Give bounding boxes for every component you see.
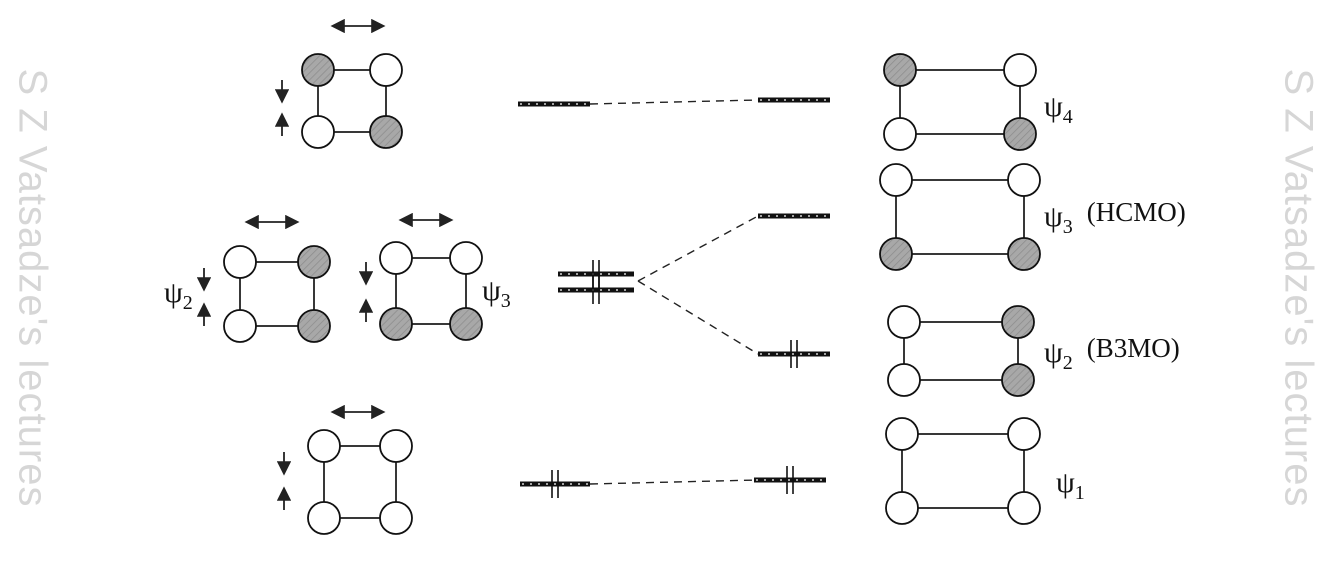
- label-left-psi2: ψ2: [164, 276, 193, 314]
- p-orbital-shaded: [1001, 305, 1035, 339]
- p-orbital-open: [449, 241, 483, 275]
- p-orbital-shaded: [297, 309, 331, 343]
- p-orbital-open: [1007, 491, 1041, 525]
- square-bottom-ring: [307, 429, 413, 535]
- p-orbital-shaded: [1003, 117, 1037, 151]
- p-orbital-shaded: [883, 53, 917, 87]
- rect-psi1-ring: [885, 417, 1041, 525]
- p-orbital-open: [1007, 163, 1041, 197]
- p-orbital-open: [369, 53, 403, 87]
- level-psi1: [754, 466, 826, 494]
- label-psi2-b3mo: ψ2(B3MO): [1044, 333, 1180, 374]
- p-orbital-open: [885, 417, 919, 451]
- p-orbital-open: [379, 429, 413, 463]
- p-orbital-open: [301, 115, 335, 149]
- p-orbital-shaded: [379, 307, 413, 341]
- p-orbital-shaded: [879, 237, 913, 271]
- p-orbital-open: [223, 309, 257, 343]
- p-orbital-shaded: [369, 115, 403, 149]
- square-psi2-bonds: [239, 261, 315, 327]
- rect-psi3-bonds: [895, 179, 1025, 255]
- square-top-ring: [301, 53, 403, 149]
- square-orbital-bottom: [276, 404, 386, 510]
- square-psi2-ring: [223, 245, 331, 343]
- square-orbital-psi2: [196, 214, 300, 326]
- rect-psi4-bonds: [899, 69, 1021, 135]
- rect-psi2-ring: [887, 305, 1035, 397]
- p-orbital-open: [1003, 53, 1037, 87]
- p-orbital-open: [885, 491, 919, 525]
- level-psi2: [758, 340, 830, 368]
- p-orbital-open: [887, 305, 921, 339]
- label-psi4: ψ4: [1044, 90, 1073, 128]
- p-orbital-open: [379, 241, 413, 275]
- p-orbital-open: [887, 363, 921, 397]
- energy-levels: [518, 97, 830, 498]
- p-orbital-shaded: [1007, 237, 1041, 271]
- square-psi3-ring: [379, 241, 483, 341]
- square-bottom-bonds: [323, 445, 397, 519]
- level-left-bottom: [520, 470, 590, 498]
- p-orbital-open: [223, 245, 257, 279]
- p-orbital-open: [879, 163, 913, 197]
- p-orbital-shaded: [449, 307, 483, 341]
- label-left-psi3: ψ3: [482, 274, 511, 312]
- rect-psi3-ring: [879, 163, 1041, 271]
- p-orbital-open: [1007, 417, 1041, 451]
- level-left-degenerate-b: [558, 276, 634, 304]
- square-orbital-top: [274, 18, 386, 136]
- p-orbital-shaded: [297, 245, 331, 279]
- p-orbital-open: [307, 429, 341, 463]
- label-psi3-hcmo: ψ3(HCMO): [1044, 197, 1186, 238]
- p-orbital-shaded: [301, 53, 335, 87]
- square-psi3-bonds: [395, 257, 467, 325]
- p-orbital-open: [883, 117, 917, 151]
- label-psi1: ψ1: [1056, 466, 1085, 504]
- square-top-bonds: [317, 69, 387, 133]
- p-orbital-open: [307, 501, 341, 535]
- rect-psi1-bonds: [901, 433, 1025, 509]
- p-orbital-shaded: [1001, 363, 1035, 397]
- p-orbital-open: [379, 501, 413, 535]
- rect-psi2-bonds: [903, 321, 1019, 381]
- square-orbital-psi3: [358, 212, 454, 322]
- rect-psi4-ring: [883, 53, 1037, 151]
- level-left-degenerate-a: [558, 260, 634, 288]
